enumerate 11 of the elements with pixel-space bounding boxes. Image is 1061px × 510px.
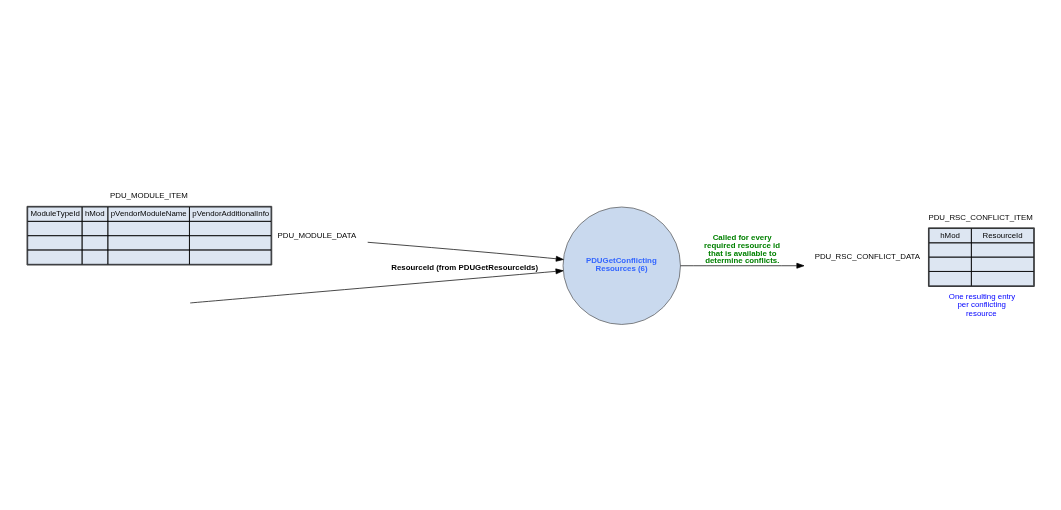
node-label: PDU_MODULE_ITEM — [110, 191, 188, 201]
edge-label: ResourceId (from PDUGetResourceIds) — [391, 262, 539, 272]
node-label: One resulting entry per conflicting resource — [948, 291, 1016, 318]
node-label: PDU_RSC_CONFLICT_ITEM — [928, 212, 1033, 222]
arrow — [680, 262, 805, 269]
arrow — [367, 241, 564, 262]
node-circle: PDUGetConflicting Resources (6) — [562, 206, 681, 325]
node-label: PDU_RSC_CONFLICT_DATA — [814, 252, 921, 262]
node-label: PDU_MODULE_DATA — [277, 230, 357, 240]
arrow — [189, 268, 564, 304]
edge-label: Called for every required resource id that is available to determine conflicts. — [704, 232, 781, 266]
